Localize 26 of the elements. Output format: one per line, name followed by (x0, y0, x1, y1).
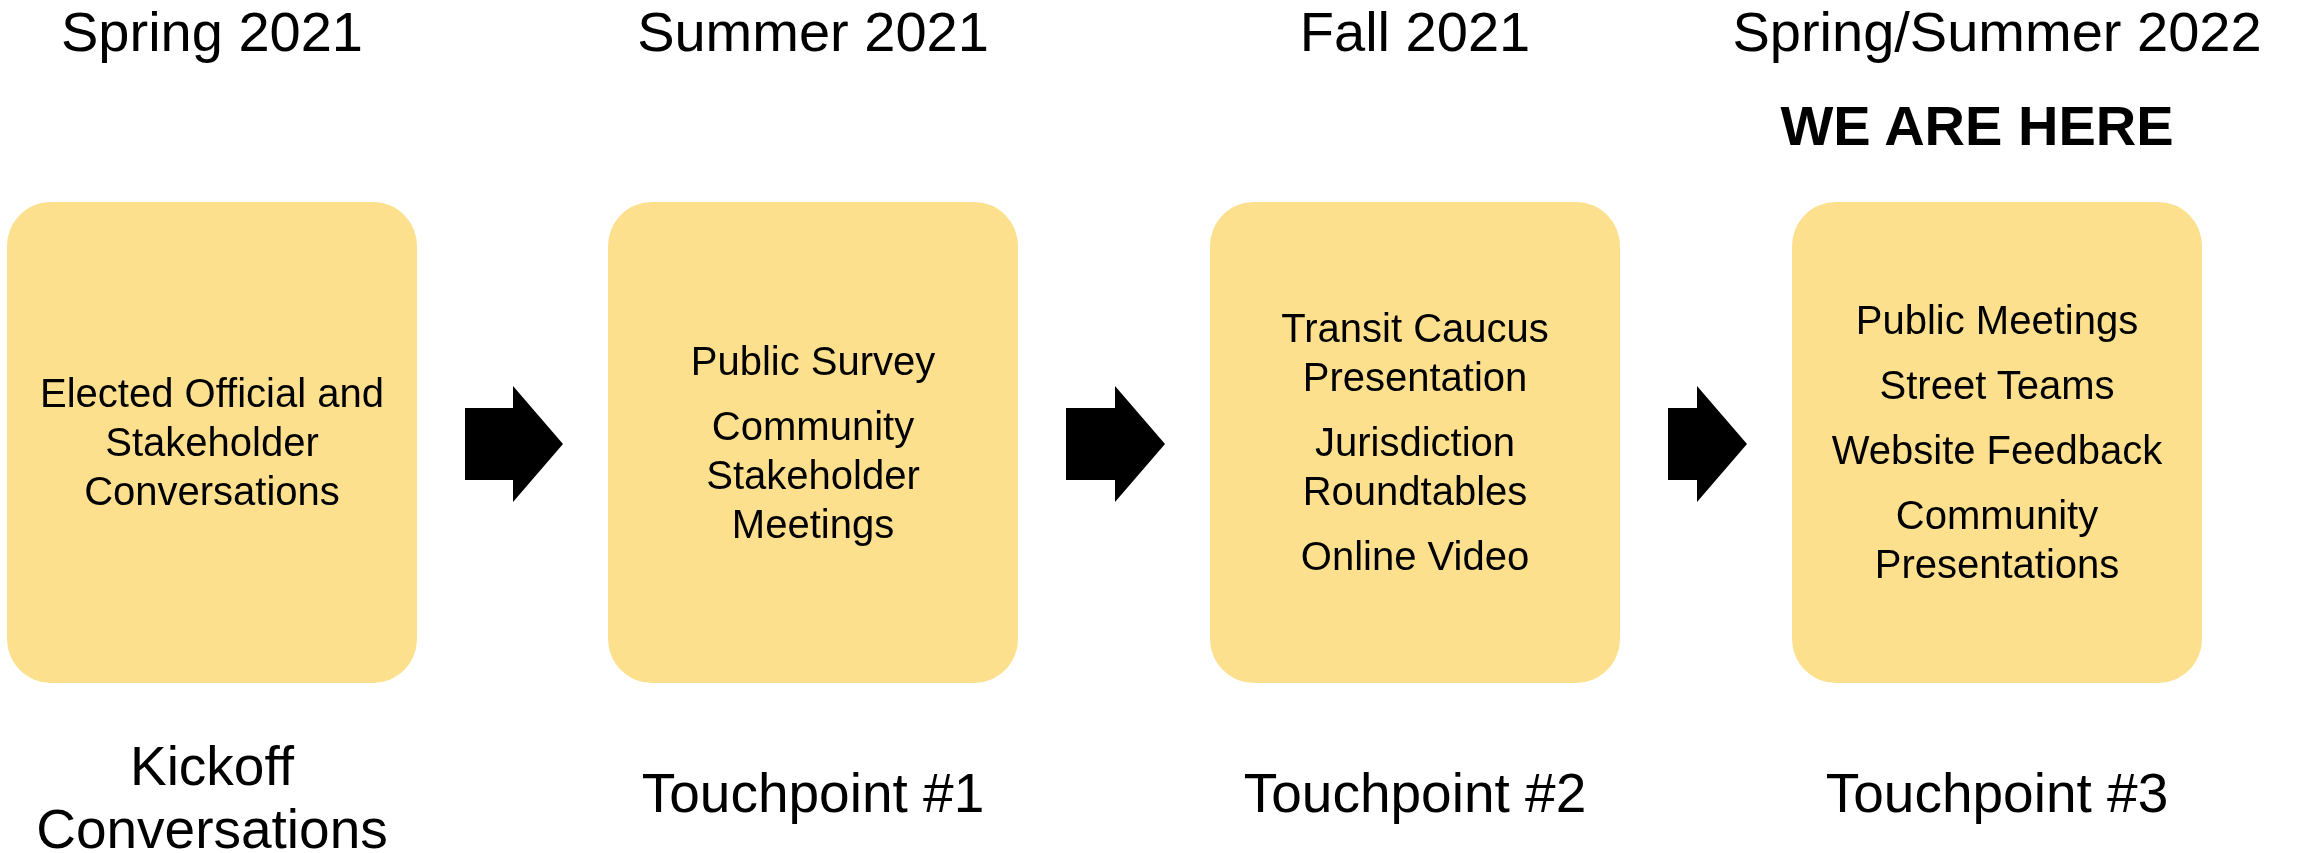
stage-label: Touchpoint #2 (1242, 762, 1588, 825)
activity-text: Website Feedback (1831, 427, 2163, 474)
stage-box (608, 202, 1018, 683)
stage-date: Spring/Summer 2022 (1731, 0, 2263, 64)
stage-box (7, 202, 417, 683)
stage-label: Kickoff Conversations (35, 735, 389, 853)
stage-label: Touchpoint #1 (640, 762, 986, 825)
block-arrow (1668, 386, 1747, 502)
block-arrow (465, 386, 563, 502)
stage-box (1792, 202, 2202, 683)
stage-date: Summer 2021 (636, 0, 990, 64)
activity-text: Jurisdiction Roundtables (1301, 419, 1529, 515)
activity-text: Elected Official and Stakeholder Conversations (39, 370, 385, 515)
stage-box (1210, 202, 1620, 683)
stage-label: Touchpoint #3 (1824, 762, 2170, 825)
activity-text: Community Stakeholder Meetings (705, 402, 921, 548)
activity-text: Community Presentations (1873, 492, 2121, 588)
activity-text: Online Video (1300, 533, 1530, 580)
activity-text: Public Survey (690, 337, 936, 385)
stage-date: Spring 2021 (60, 0, 364, 64)
activity-text: Street Teams (1879, 362, 2115, 409)
status-label: WE ARE HERE (1779, 94, 2175, 158)
activity-text: Transit Caucus Presentation (1280, 305, 1550, 401)
stage-date: Fall 2021 (1298, 0, 1532, 64)
block-arrow (1066, 386, 1165, 502)
activity-text: Public Meetings (1855, 297, 2139, 344)
